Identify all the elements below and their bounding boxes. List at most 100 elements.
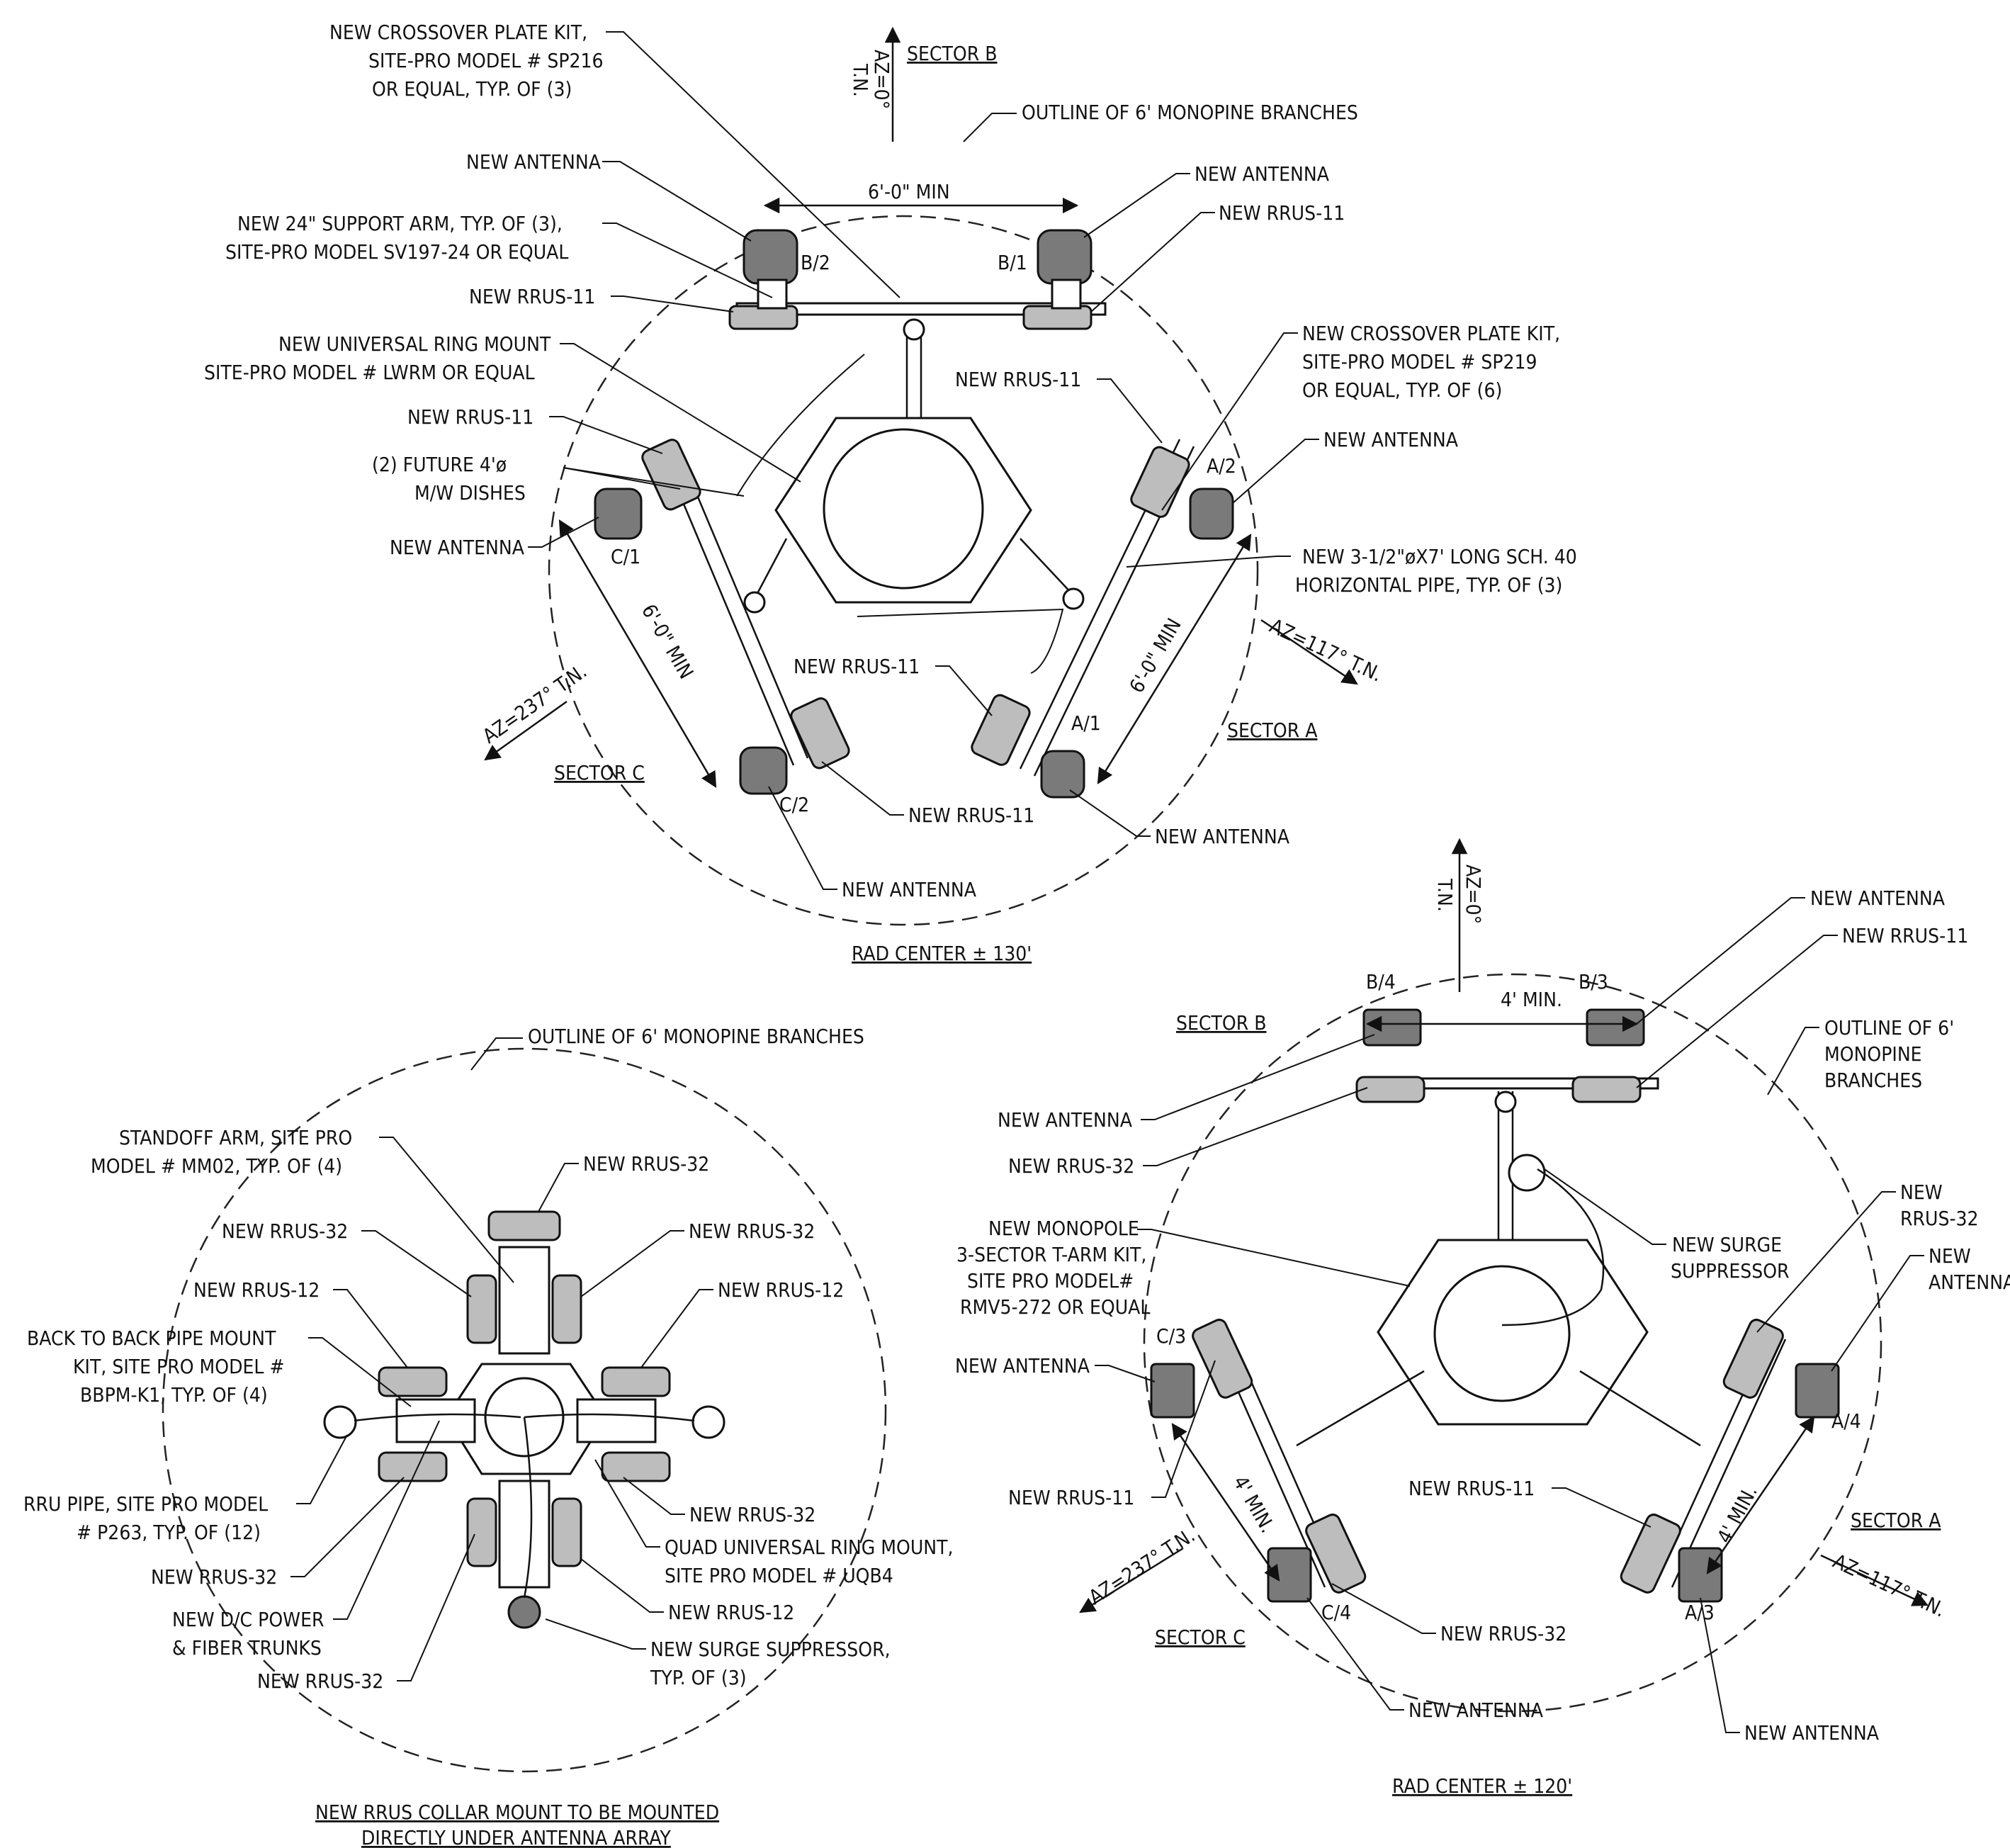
pos-c2: C/2 <box>779 793 809 816</box>
leader-crossover-219 <box>1161 332 1298 511</box>
callout3-antenna-a3: NEW ANTENNA <box>1744 1721 1880 1745</box>
callout3-rrus32-right-l2: RRUS-32 <box>1900 1207 1979 1230</box>
arm-c-3 <box>1296 1370 1425 1447</box>
north2-tn: T.N. <box>1433 878 1457 912</box>
caption-l1: NEW RRUS COLLAR MOUNT TO BE MOUNTED <box>315 1801 719 1824</box>
leader-antenna-a2 <box>1232 439 1319 504</box>
leader-rru-pipe <box>296 1434 348 1504</box>
rrus-c1 <box>641 439 701 511</box>
arm-b3-pin <box>1494 1091 1517 1113</box>
callout3-surge-l1: NEW SURGE <box>1672 1233 1782 1256</box>
callout3-tarm-l3: SITE PRO MODEL# <box>967 1269 1134 1292</box>
outline-circle-3 <box>1143 973 1882 1713</box>
leader3-antenna-c3 <box>1095 1365 1156 1382</box>
future-dish-2 <box>857 608 1064 674</box>
pipe-sector-c-1b <box>675 446 809 759</box>
callout-horiz-pipe-l1: NEW 3-1/2"øX7' LONG SCH. 40 <box>1302 545 1577 568</box>
callout-rrus12-bottom: NEW RRUS-12 <box>668 1601 794 1624</box>
callout-outline-1: OUTLINE OF 6' MONOPINE BRANCHES <box>1022 101 1358 124</box>
rrus32-bottom-left <box>466 1497 497 1567</box>
callout-rrus32-tl: NEW RRUS-32 <box>222 1219 348 1243</box>
callout3-tarm-l4: RMV5-272 OR EQUAL <box>960 1295 1150 1319</box>
antenna-a4 <box>1795 1363 1840 1419</box>
callout-rrus32-bottom: NEW RRUS-32 <box>257 1669 383 1693</box>
callout-outline-2: OUTLINE OF 6' MONOPINE BRANCHES <box>528 1025 864 1048</box>
pos-c3: C/3 <box>1156 1324 1186 1348</box>
sector-c-3: SECTOR C <box>1155 1626 1246 1649</box>
antenna-a3 <box>1678 1547 1723 1603</box>
caption-l2: DIRECTLY UNDER ANTENNA ARRAY <box>361 1826 671 1848</box>
dim-c-3 <box>1171 1423 1280 1582</box>
sector-b-1: SECTOR B <box>907 42 998 65</box>
bracket-b2 <box>757 278 788 310</box>
callout-antenna-c1: NEW ANTENNA <box>390 536 525 559</box>
az-a-arrow-3 <box>1820 1554 1929 1606</box>
leader-antenna-b1 <box>1083 173 1190 238</box>
callout-quad-l2: SITE PRO MODEL # UQB4 <box>665 1564 893 1587</box>
callout3-outline-l2: MONOPINE <box>1824 1042 1922 1066</box>
callout3-tarm-l2: 3-SECTOR T-ARM KIT, <box>956 1243 1146 1266</box>
rrus-b4 <box>1355 1076 1425 1103</box>
leader-rrus-a1 <box>935 665 993 716</box>
callout-dishes-l1: (2) FUTURE 4'ø <box>372 453 507 476</box>
leader-antenna-b2 <box>602 161 752 242</box>
outline-circle-2 <box>162 1047 887 1773</box>
callout-quad-l1: QUAD UNIVERSAL RING MOUNT, <box>665 1536 954 1559</box>
callout3-antenna-c3: NEW ANTENNA <box>955 1354 1090 1377</box>
callout3-rrus-c3: NEW RRUS-11 <box>1008 1486 1134 1509</box>
callout3-outline-l3: BRANCHES <box>1824 1069 1922 1092</box>
callout-power-l1: NEW D/C POWER <box>172 1608 324 1631</box>
leader-power <box>333 1420 440 1620</box>
rad-center-130: RAD CENTER ± 130' <box>852 942 1032 965</box>
callout3-rrus-a3: NEW RRUS-11 <box>1408 1477 1535 1500</box>
diagram-rad-center-130: AZ=0° T.N. <box>204 21 1577 965</box>
antenna-c2 <box>739 746 788 795</box>
power-trunks <box>354 1413 695 1599</box>
pipe-mount-right <box>576 1398 657 1443</box>
outline-circle-1 <box>548 215 1259 926</box>
callout-rrus-a1: NEW RRUS-11 <box>794 655 920 678</box>
pos-b3: B/3 <box>1579 970 1608 993</box>
pos-a4: A/4 <box>1831 1409 1861 1433</box>
rrus32-left <box>378 1451 448 1482</box>
future-dish-1 <box>736 354 865 497</box>
arm-a-pin <box>1062 587 1085 610</box>
antenna-c1 <box>594 488 643 540</box>
az-a-arrow-1 <box>1260 619 1358 685</box>
arm-a-3 <box>1579 1370 1701 1447</box>
leader3-outline <box>1767 1027 1819 1095</box>
callout-rrus12-right: NEW RRUS-12 <box>718 1278 844 1302</box>
callout-antenna-a2: NEW ANTENNA <box>1323 428 1459 451</box>
leader-crossover-216 <box>606 31 900 298</box>
leader3-antenna-a3 <box>1700 1597 1740 1733</box>
callout-rrus12-left: NEW RRUS-12 <box>193 1278 320 1302</box>
leader-b2b <box>308 1337 412 1407</box>
callout-surge-2-l2: TYP. OF (3) <box>650 1666 747 1689</box>
callout-rrus32-left: NEW RRUS-32 <box>151 1565 277 1589</box>
rrus32-right <box>601 1451 671 1482</box>
rrus-b2 <box>728 305 798 330</box>
surge-right <box>691 1405 725 1439</box>
leader-rrus-b1 <box>1090 212 1215 312</box>
callout-crossover-216-l2: SITE-PRO MODEL # SP216 <box>368 49 604 72</box>
leader3-antenna-b4 <box>1141 1034 1375 1120</box>
rrus-a1 <box>971 694 1031 766</box>
pos-c1: C/1 <box>611 545 640 568</box>
monopole-1 <box>823 428 984 590</box>
leader-standoff <box>379 1137 514 1283</box>
surge-left <box>323 1405 357 1439</box>
leader-outline-1 <box>963 113 1017 142</box>
callout-rru-pipe-l2: # P263, TYP. OF (12) <box>77 1521 261 1544</box>
callout3-tarm-l1: NEW MONOPOLE <box>988 1217 1139 1240</box>
leader-rrus32-top <box>538 1163 579 1212</box>
callout-antenna-a1: NEW ANTENNA <box>1155 825 1290 848</box>
pipe-mount-left <box>395 1398 476 1443</box>
leader3-antenna-b3 <box>1636 897 1805 1025</box>
callout-rrus-a2: NEW RRUS-11 <box>955 368 1081 391</box>
callout3-rrus-b3: NEW RRUS-11 <box>1842 924 1968 947</box>
callout-dishes-l2: M/W DISHES <box>414 481 526 505</box>
callout-rrus-c2: NEW RRUS-11 <box>908 804 1034 827</box>
leader3-rrus-b4 <box>1143 1087 1368 1166</box>
leader-rrus32-bottom <box>397 1533 475 1681</box>
